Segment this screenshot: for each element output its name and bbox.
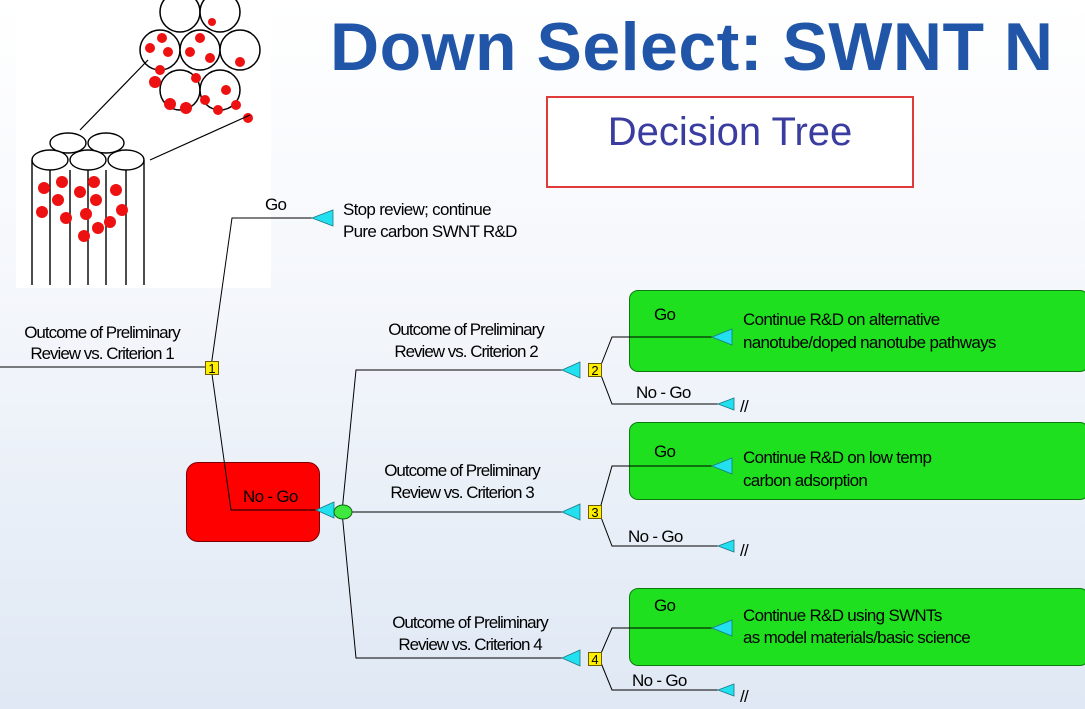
criterion-4-go-result-line2: as model materials/basic science [743, 628, 971, 647]
criterion-4-nogo-label: No - Go [632, 671, 687, 690]
arrow-marker [315, 501, 335, 519]
criterion-2-end-mark: // [740, 397, 749, 416]
nogo-box [186, 462, 320, 542]
arrow-marker [561, 503, 581, 521]
root-go-label: Go [265, 195, 287, 214]
criterion-3-outcome-line1: Outcome of Preliminary [384, 461, 541, 480]
arrow-marker [716, 683, 735, 697]
decision-node-1: 1 [205, 361, 219, 375]
criterion-4-outcome-line2: Review vs. Criterion 4 [398, 635, 542, 654]
criterion-3-go-label: Go [654, 442, 676, 461]
criterion-4-go-label: Go [654, 596, 676, 615]
arrow-marker [716, 539, 735, 553]
criterion-2-go-result-line2: nanotube/doped nanotube pathways [743, 333, 996, 352]
arrow-marker [561, 361, 581, 379]
criterion-2-nogo-label: No - Go [636, 383, 691, 402]
arrow-marker [710, 619, 733, 637]
go-box-criterion-2 [629, 290, 1085, 372]
root-nogo-label: No - Go [243, 487, 298, 506]
subtitle: Decision Tree [607, 110, 853, 154]
decision-node-3: 3 [588, 505, 602, 519]
root-go-result-line2: Pure carbon SWNT R&D [343, 222, 517, 241]
criterion-2-go-label: Go [654, 305, 676, 324]
arrow-marker [716, 397, 735, 411]
decision-node-2: 2 [588, 363, 602, 377]
criterion-4-end-mark: // [740, 687, 749, 706]
criterion-3-end-mark: // [740, 541, 749, 560]
criterion-2-go-result-line1: Continue R&D on alternative [743, 310, 940, 329]
go-box-criterion-3 [629, 422, 1085, 500]
arrow-marker [710, 457, 733, 475]
criterion-3-outcome-line2: Review vs. Criterion 3 [390, 483, 534, 502]
chance-node [333, 504, 353, 520]
go-box-criterion-4 [629, 588, 1085, 666]
decision-node-4: 4 [588, 652, 602, 666]
root-go-result-line1: Stop review; continue [343, 200, 492, 219]
criterion-3-go-result-line2: carbon adsorption [743, 471, 868, 490]
subtitle-box [546, 96, 914, 188]
criterion-3-nogo-label: No - Go [628, 527, 683, 546]
criterion-2-outcome-line1: Outcome of Preliminary [388, 320, 545, 339]
nanotube-bundle-illustration [16, 0, 271, 288]
criterion-2-outcome-line2: Review vs. Criterion 2 [394, 342, 538, 361]
arrow-marker [710, 328, 733, 346]
criterion-1-outcome-line2: Review vs. Criterion 1 [30, 344, 174, 363]
page-title: Down Select: SWNT N [330, 9, 1054, 85]
criterion-4-outcome-line1: Outcome of Preliminary [392, 613, 549, 632]
criterion-4-go-result-line1: Continue R&D using SWNTs [743, 606, 942, 625]
arrow-marker [561, 649, 581, 667]
criterion-1-outcome-line1: Outcome of Preliminary [24, 323, 181, 342]
criterion-3-go-result-line1: Continue R&D on low temp [743, 448, 932, 467]
arrow-marker [310, 209, 334, 227]
